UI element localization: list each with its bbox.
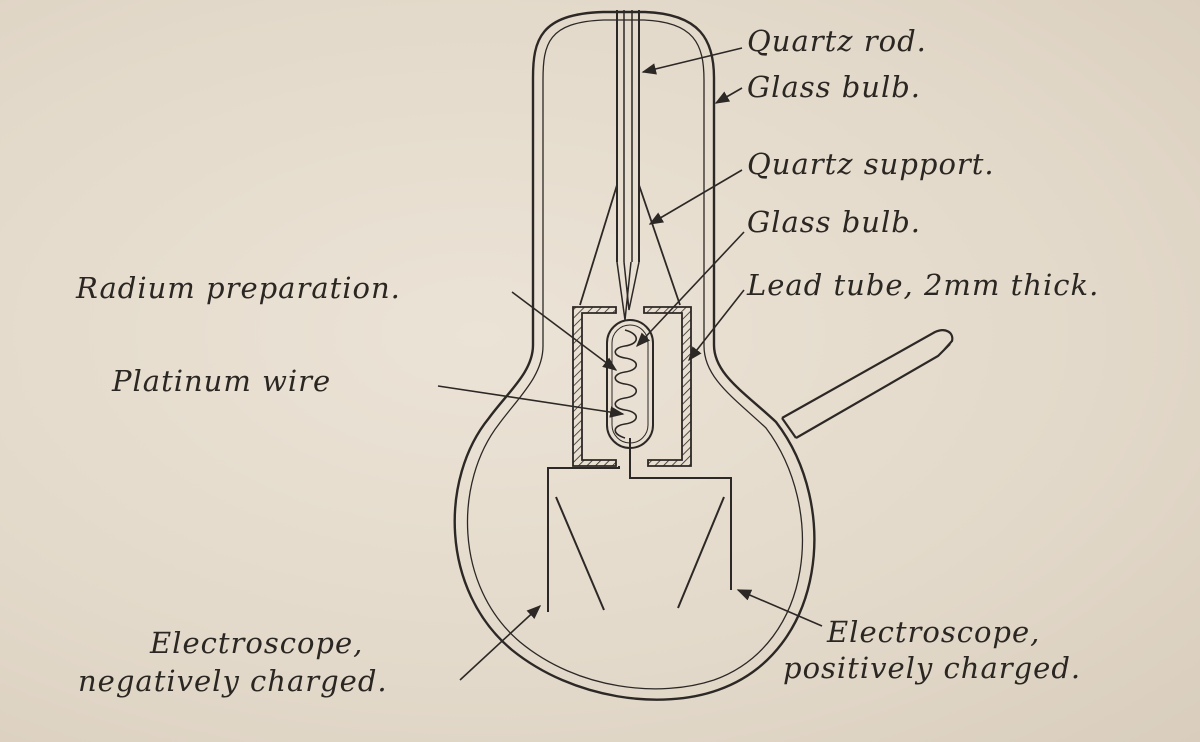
leader-lines (437, 47, 823, 681)
label-electroscope-positive-line2: positively charged. (783, 651, 1082, 685)
label-glass-bulb-outer: Glass bulb. (747, 70, 922, 104)
side-tube (781, 329, 954, 439)
label-platinum-wire: Platinum wire (112, 364, 332, 398)
label-quartz-support: Quartz support. (747, 147, 995, 181)
label-glass-bulb-inner: Glass bulb. (747, 205, 922, 239)
label-electroscope-negative-line2: negatively charged. (78, 664, 388, 698)
label-quartz-rod: Quartz rod. (747, 24, 927, 58)
negative-electroscope-leaf (555, 496, 605, 611)
inner-glass-bulb-wall (611, 324, 649, 444)
label-electroscope-negative-line1: Electroscope, (150, 626, 364, 660)
quartz-support (579, 184, 681, 321)
lead-tube (572, 306, 692, 467)
platinum-wire-coil (614, 329, 638, 439)
quartz-rod (616, 10, 640, 262)
outer-glass-bulb-outline (453, 10, 816, 701)
outer-glass-bulb-inner-wall (466, 19, 803, 690)
platinum-wire-lead (629, 438, 732, 590)
positive-electroscope-leaf (677, 496, 725, 609)
negative-electroscope-frame (547, 466, 620, 612)
label-lead-tube: Lead tube, 2mm thick. (747, 268, 1100, 302)
label-electroscope-positive-line1: Electroscope, (827, 615, 1041, 649)
inner-glass-bulb (606, 319, 654, 449)
label-radium-preparation: Radium preparation. (76, 271, 401, 305)
